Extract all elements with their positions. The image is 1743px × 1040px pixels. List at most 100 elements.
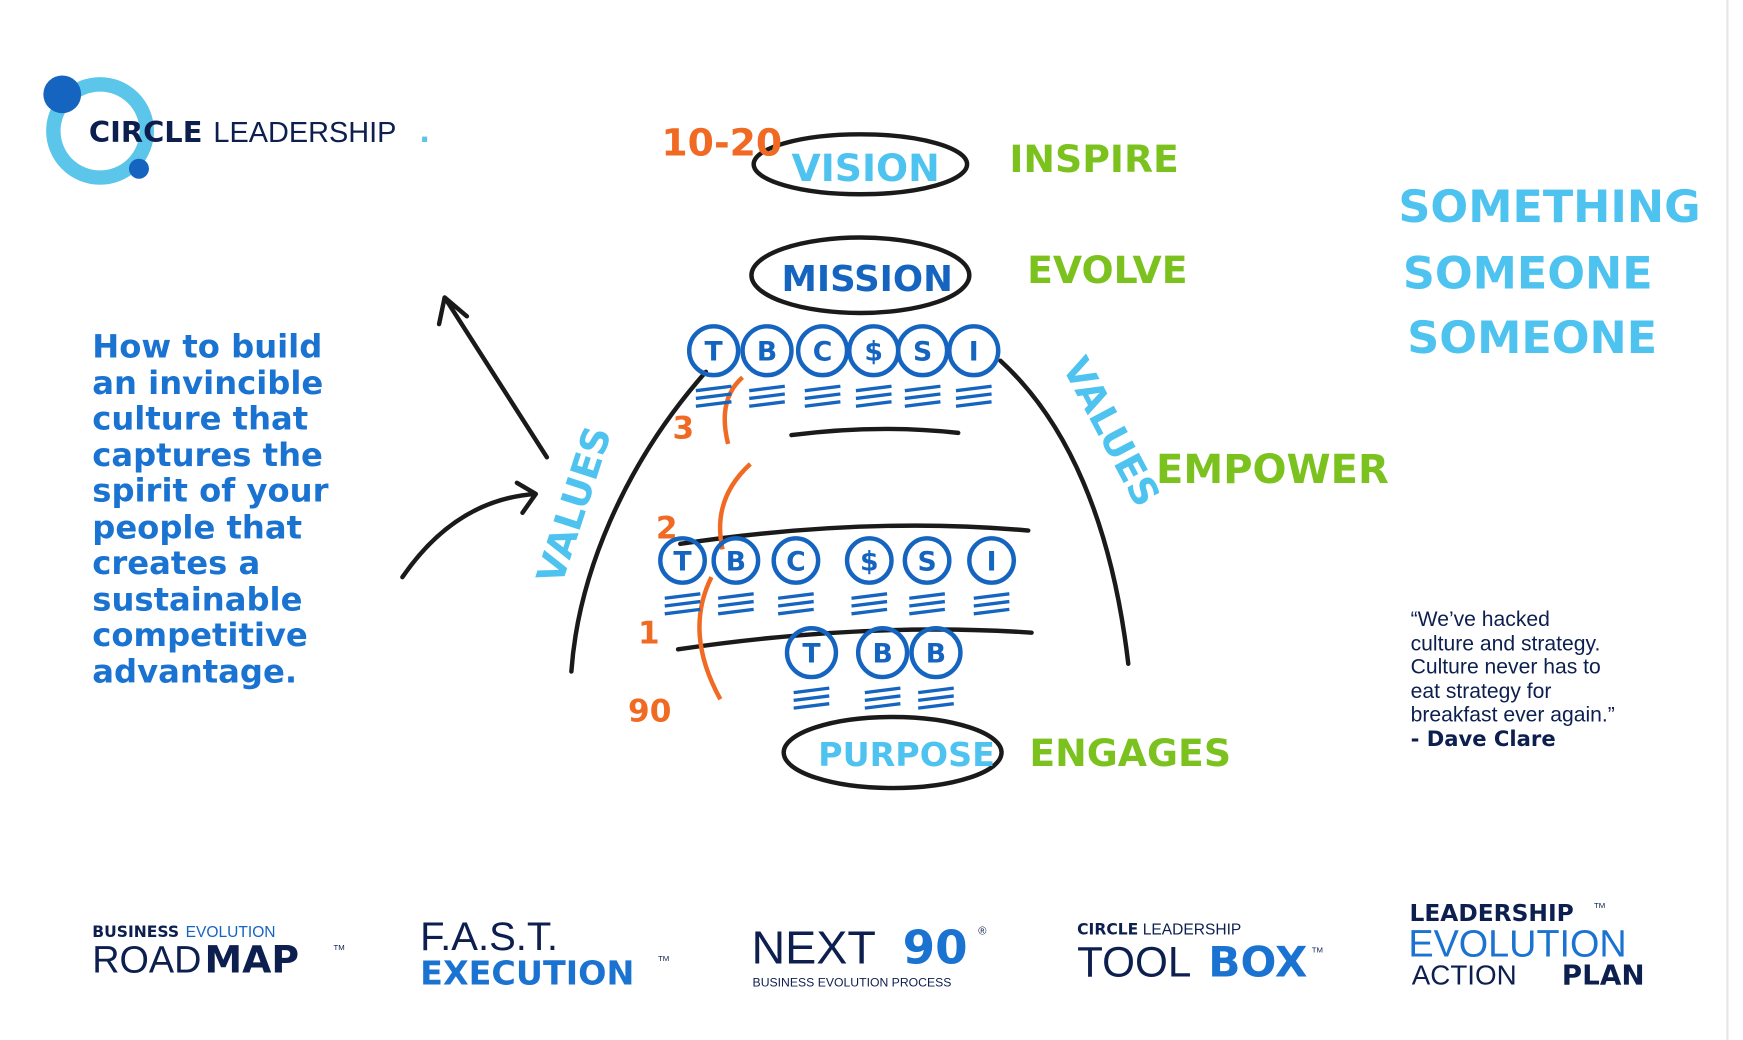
value-circle <box>740 324 794 378</box>
value-circle <box>902 536 952 585</box>
note-line <box>777 592 814 600</box>
purpose-label: PURPOSE <box>818 735 995 774</box>
values-right-label: VALUES <box>1054 350 1169 514</box>
headline: How to build an invincible culture that … <box>92 327 328 690</box>
mission-oval <box>749 235 972 316</box>
value-circle-label: $ <box>860 547 879 578</box>
quote-line: breakfast ever again.” <box>1411 703 1615 726</box>
note-line <box>749 384 786 393</box>
value-circle-label: B <box>757 337 777 368</box>
value-circle-label: $ <box>864 337 883 368</box>
arrow-up-icon <box>436 295 550 460</box>
note-line <box>793 702 830 710</box>
inspire-label: INSPIRE <box>1009 137 1179 181</box>
note-line <box>777 599 814 608</box>
note-line <box>864 686 901 695</box>
logo-text: EVOLUTION <box>1408 924 1626 966</box>
note-line <box>909 592 946 600</box>
number-1: 1 <box>638 616 660 652</box>
value-circle-label: I <box>987 547 997 578</box>
note-line <box>749 400 786 408</box>
note-line <box>664 592 701 600</box>
range-label: 10-20 <box>661 120 782 164</box>
note-line <box>973 592 1010 600</box>
vision-oval <box>751 132 970 197</box>
note-line <box>855 384 892 393</box>
side-note: SOMETHING <box>1398 182 1700 233</box>
logo-text: ® <box>978 926 986 938</box>
quote-author: - Dave Clare <box>1411 726 1556 751</box>
note-line <box>973 607 1010 616</box>
note-line <box>717 592 754 600</box>
logo-text: TM <box>658 954 669 963</box>
note-line <box>955 400 992 408</box>
value-circle <box>844 536 894 585</box>
value-circle-label: C <box>813 337 833 368</box>
note-line <box>973 599 1010 608</box>
arrow-right-icon <box>400 480 539 580</box>
quote-line: eat strategy for <box>1411 680 1552 703</box>
note-line <box>695 392 732 401</box>
note-line <box>695 400 732 408</box>
value-circle <box>855 625 910 680</box>
value-circle-label: T <box>802 639 821 670</box>
headline-line: people that <box>92 508 302 546</box>
note-line <box>717 599 754 608</box>
number-2: 2 <box>656 510 678 546</box>
logo-text: EVOLUTION <box>186 924 276 941</box>
value-circle-label: S <box>917 547 936 578</box>
side-note: SOMEONE <box>1403 249 1653 300</box>
next90-logo: NEXT 90 ® BUSINESS EVOLUTION PROCESS <box>751 921 986 989</box>
note-line <box>804 400 841 408</box>
right-arc <box>998 358 1131 666</box>
headline-line: spirit of your <box>92 472 328 510</box>
logo-text: BUSINESS <box>92 923 179 941</box>
logo-light: LEADERSHIP <box>213 117 396 149</box>
quote-line: culture and strategy. <box>1411 632 1601 655</box>
note-line <box>804 392 841 401</box>
number-3: 3 <box>673 410 695 446</box>
value-circle <box>967 536 1017 585</box>
note-line <box>855 400 892 408</box>
note-line <box>917 694 954 703</box>
value-circle-label: S <box>913 337 932 368</box>
note-line <box>917 702 954 710</box>
value-circle-label: T <box>705 337 724 368</box>
logo-text: TM <box>1594 901 1605 910</box>
note-line <box>717 607 754 616</box>
headline-line: an invincible <box>92 364 323 402</box>
headline-line: sustainable <box>92 580 302 618</box>
note-line <box>851 607 888 616</box>
leadership-evolution-action-plan-logo: LEADERSHIP TM EVOLUTION ACTION PLAN <box>1408 900 1644 991</box>
engages-label: ENGAGES <box>1029 731 1231 775</box>
logo-text: 90 <box>903 921 968 975</box>
note-line <box>777 607 814 616</box>
note-line <box>904 400 941 408</box>
logo-text: MAP <box>205 937 300 981</box>
vision-label: VISION <box>791 146 939 190</box>
headline-line: How to build <box>92 327 322 365</box>
left-arc <box>569 369 709 674</box>
roadmap-logo: BUSINESS EVOLUTION ROAD MAP TM <box>92 923 344 982</box>
value-circle-label: T <box>673 547 692 578</box>
logo-text: TM <box>1312 945 1323 954</box>
note-line <box>864 694 901 703</box>
toolbox-logo: CIRCLE LEADERSHIP TOOL BOX TM <box>1077 921 1323 987</box>
value-circle <box>909 625 963 680</box>
evolve-label: EVOLVE <box>1027 248 1187 292</box>
note-line <box>904 392 941 401</box>
value-circle-label: C <box>786 547 806 578</box>
value-circle <box>686 324 741 378</box>
note-line <box>749 392 786 401</box>
note-line <box>664 607 701 616</box>
logo-text: EXECUTION <box>420 954 634 993</box>
circle-leadership-logo: CIRCLE LEADERSHIP . <box>43 75 430 185</box>
logo-text: TOOL <box>1077 939 1191 986</box>
logo-text: LEADERSHIP <box>1143 922 1242 939</box>
logo-text: TM <box>333 943 344 952</box>
logo-text: ACTION <box>1412 960 1517 991</box>
logo-text: CIRCLE <box>1077 921 1138 939</box>
logo-text: BUSINESS EVOLUTION PROCESS <box>753 976 952 990</box>
headline-line: competitive <box>92 616 308 654</box>
note-line <box>855 392 892 401</box>
